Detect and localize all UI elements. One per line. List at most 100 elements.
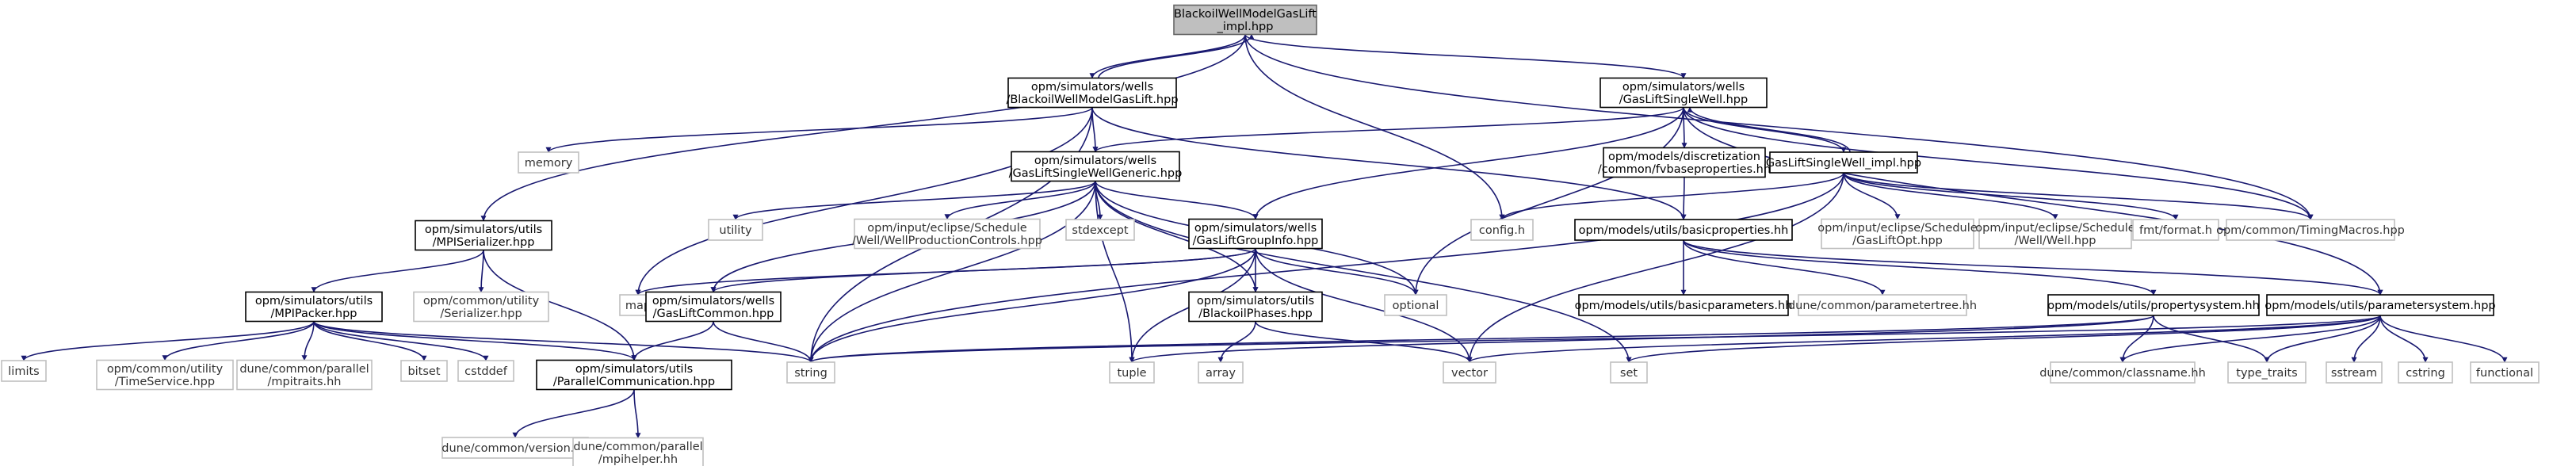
node-label-line: /MPISerializer.hpp	[433, 236, 535, 249]
node-box	[1574, 219, 1793, 241]
node-label-line: /GasLiftOpt.hpp	[1852, 235, 1943, 247]
node-propsys[interactable]: opm/models/utils/propertysystem.hh	[2047, 294, 2260, 316]
node-mpiser[interactable]: opm/simulators/utils/MPISerializer.hpp	[415, 220, 552, 251]
node-bwmgl[interactable]: opm/simulators/wells/BlackoilWellModelGa…	[1006, 77, 1179, 109]
edge-glswg-to-set	[1095, 181, 1632, 363]
node-glswg[interactable]: opm/simulators/wells/GasLiftSingleWellGe…	[1009, 151, 1183, 182]
node-box	[1769, 151, 1918, 174]
node-label-line: opm/models/utils/basicproperties.hh	[1579, 224, 1789, 237]
edge-glsw-to-optional	[1412, 107, 1684, 296]
edge-glgi-to-string	[808, 248, 1256, 363]
edge-glswg-to-blackoilphases	[1095, 181, 1259, 293]
node-box	[536, 359, 732, 391]
edge-propsys-to-tuple	[1129, 315, 2154, 363]
node-serializer: opm/common/utility/Serializer.hpp	[413, 291, 549, 323]
edge-paramsys-to-functional	[2379, 315, 2508, 363]
node-basicparams[interactable]: opm/models/utils/basicparameters.hh	[1575, 294, 1793, 316]
edge-glswimpl-to-timing	[1843, 172, 2314, 220]
node-label-line: stdexcept	[1072, 224, 1129, 237]
edge-bwmgl-to-map	[635, 107, 1093, 296]
node-label-line: opm/simulators/wells	[1194, 222, 1317, 235]
node-box	[96, 359, 234, 391]
node-box	[2050, 361, 2196, 384]
edge-glsw-to-glgi	[1252, 107, 1684, 220]
node-label-line: GasLiftSingleWell_impl.hpp	[1766, 157, 1921, 170]
node-box	[854, 218, 1041, 250]
node-utility: utility	[708, 219, 763, 241]
node-box	[1188, 291, 1323, 323]
node-mpitraits: dune/common/parallel/mpitraits.hh	[236, 359, 373, 391]
node-paramsys[interactable]: opm/models/utils/parametersystem.hpp	[2265, 294, 2496, 316]
edge-mpiser-to-mpipacker	[311, 250, 484, 293]
node-box	[1198, 361, 1244, 384]
node-label-line: /GasLiftSingleWellGeneric.hpp	[1009, 167, 1183, 180]
node-box	[2326, 361, 2383, 384]
node-label-line: /ParallelCommunication.hpp	[553, 376, 715, 388]
node-box	[786, 361, 835, 384]
node-label-line: array	[1206, 367, 1236, 380]
edge-glswg-to-wpc	[944, 181, 1096, 220]
node-label-line: /GasLiftSingleWell.hpp	[1619, 94, 1748, 106]
node-parcomm[interactable]: opm/simulators/utils/ParallelCommunicati…	[536, 359, 732, 391]
edge-paramsys-to-string	[808, 315, 2381, 363]
node-box	[1599, 77, 1768, 109]
node-box	[1798, 294, 1967, 316]
edge-paramsys-to-classname	[2119, 315, 2381, 363]
node-mpipacker[interactable]: opm/simulators/utils/MPIPacker.hpp	[245, 291, 383, 323]
node-glsw[interactable]: opm/simulators/wells/GasLiftSingleWell.h…	[1599, 77, 1768, 109]
node-bitset: bitset	[400, 360, 448, 382]
node-typetraits: type_traits	[2227, 361, 2307, 384]
node-functional: functional	[2470, 361, 2540, 384]
edge-glswimpl-to-gasliftopt	[1843, 172, 1901, 220]
edge-layer	[21, 33, 2508, 439]
node-label-line: opm/common/utility	[423, 295, 540, 307]
node-label-line: memory	[525, 157, 573, 170]
node-label-line: opm/simulators/wells	[1034, 155, 1156, 167]
node-box	[457, 360, 514, 382]
node-set: set	[1610, 361, 1648, 384]
node-box	[2226, 219, 2395, 241]
node-box	[400, 360, 448, 382]
node-root[interactable]: BlackoilWellModelGasLift_impl.hpp	[1173, 4, 1317, 36]
node-box	[1470, 219, 1534, 241]
node-label-line: utility	[719, 224, 752, 237]
edge-mpiser-to-parcomm	[483, 250, 637, 361]
node-box	[1109, 361, 1155, 384]
edge-bwmgl-to-basicprops	[1091, 107, 1687, 220]
node-mpihelper: dune/common/parallel/mpihelper.hh	[572, 437, 704, 466]
node-label-line: BlackoilWellModelGasLift	[1174, 8, 1317, 21]
node-label-line: cstddef	[464, 365, 508, 378]
node-label-line: opm/simulators/wells	[652, 295, 774, 307]
node-glgi[interactable]: opm/simulators/wells/GasLiftGroupInfo.hp…	[1188, 218, 1323, 250]
node-glswimpl[interactable]: GasLiftSingleWell_impl.hpp	[1766, 151, 1921, 174]
node-box	[413, 291, 549, 323]
edge-mpipacker-to-string	[313, 320, 814, 363]
edge-paramsys-to-sstream	[2351, 315, 2381, 363]
node-label-line: functional	[2476, 367, 2533, 380]
node-box	[2266, 294, 2494, 316]
node-basicprops[interactable]: opm/models/utils/basicproperties.hh	[1574, 219, 1793, 241]
node-label-line: /BlackoilWellModelGasLift.hpp	[1006, 94, 1178, 106]
node-label-line: /Well/WellProductionControls.hpp	[852, 235, 1042, 247]
node-wellhpp: opm/input/eclipse/Schedule/Well/Well.hpp	[1975, 218, 2135, 250]
edge-glgi-to-glcommon	[710, 247, 1256, 293]
node-blackoilphases[interactable]: opm/simulators/utils/BlackoilPhases.hpp	[1188, 291, 1323, 323]
node-label-line: opm/common/TimingMacros.hpp	[2216, 224, 2405, 237]
node-glcommon[interactable]: opm/simulators/wells/GasLiftCommon.hpp	[645, 291, 782, 323]
node-memory: memory	[518, 151, 579, 174]
node-fmt: fmt/format.h	[2132, 219, 2219, 241]
node-layer: BlackoilWellModelGasLift_impl.hpp opm/sim…	[1, 4, 2540, 466]
node-label-line: /Serializer.hpp	[440, 307, 522, 320]
node-label-line: tuple	[1117, 367, 1146, 380]
node-label-line: opm/input/eclipse/Schedule	[867, 222, 1026, 235]
edge-blackoilphases-to-vector	[1255, 321, 1473, 363]
node-fvbase[interactable]: opm/models/discretization/common/fvbasep…	[1598, 147, 1771, 178]
node-box	[2398, 361, 2453, 384]
node-label-line: dune/common/classname.hh	[2039, 367, 2206, 380]
node-timing: opm/common/TimingMacros.hpp	[2216, 219, 2405, 241]
node-label-line: opm/simulators/utils	[425, 223, 542, 236]
node-box	[1011, 151, 1180, 182]
edge-paramsys-to-vector	[1466, 315, 2381, 363]
node-label-line: opm/simulators/utils	[575, 363, 693, 376]
node-label-line: /TimeService.hpp	[115, 376, 215, 388]
